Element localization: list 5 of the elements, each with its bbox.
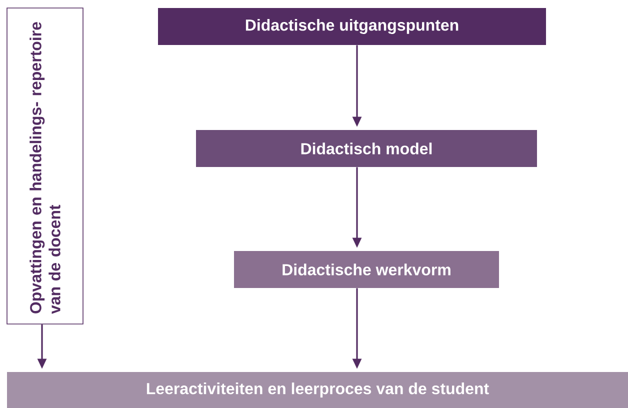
process-box: Didactische uitgangspunten [158, 8, 546, 45]
side-box: Opvattingen en handelings- repertoire van de docent [6, 8, 84, 324]
result-bar: Leeractiviteiten en leerproces van de student [7, 372, 628, 408]
process-box: Didactisch model [196, 130, 537, 167]
process-box: Didactische werkvorm [234, 251, 499, 288]
